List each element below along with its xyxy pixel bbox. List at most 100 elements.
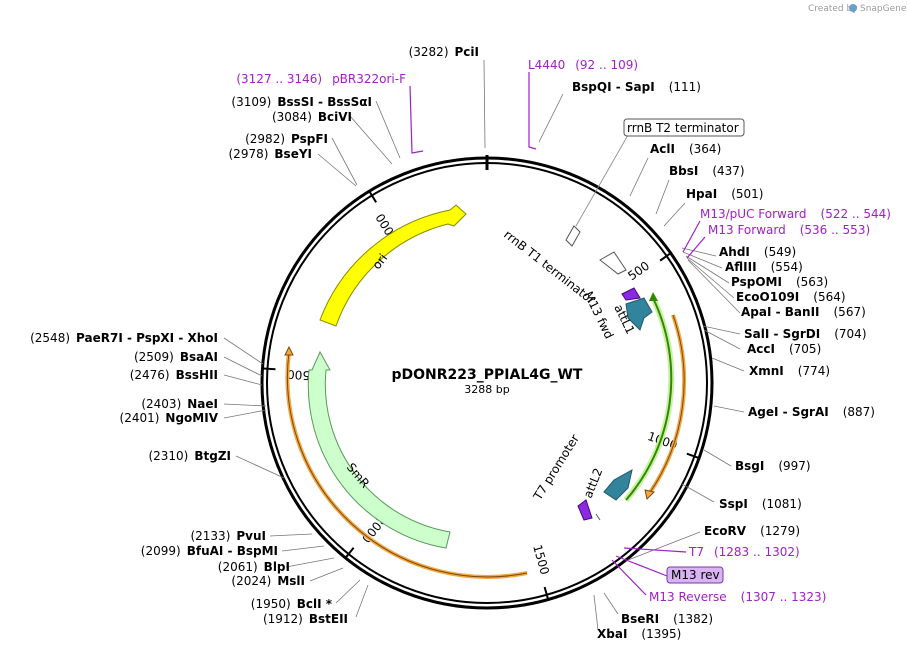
- primer-l4440-mark: [528, 72, 537, 150]
- site-acli: AclI(364): [650, 142, 721, 156]
- site-blpi: (2061)BlpI: [218, 560, 290, 574]
- primer-t7-name: T7: [688, 545, 704, 559]
- leader-sali: [702, 325, 741, 335]
- leader-apai: [687, 259, 741, 314]
- primer-labels: L4440(92 .. 109) (3127 .. 3146)pBR322ori…: [236, 58, 891, 604]
- leader-naei: [223, 403, 267, 407]
- leader-pspomi: [685, 255, 730, 284]
- site-bsaai-name: BsaAI: [180, 350, 218, 364]
- leader-pspfi: [331, 137, 358, 186]
- site-pspfi-pos: (2982): [245, 132, 285, 146]
- site-bsshii-name: BssHII: [176, 368, 218, 382]
- site-bsssi: (3109)BssSI - BssSαI: [231, 95, 372, 109]
- site-pcii-pos: (3282): [409, 45, 449, 59]
- rrnb-t1-feature: [599, 251, 627, 275]
- site-ngomiv-pos: (2401): [120, 411, 160, 425]
- m13-fwd-label: M13 fwd: [581, 289, 616, 341]
- site-bsgi-pos: (997): [778, 459, 810, 473]
- tick-mark-1000: [686, 452, 701, 460]
- attl1-feature: [625, 297, 653, 331]
- tick-mark-2500: [261, 367, 276, 371]
- orf-arc-left-core: [286, 351, 528, 578]
- credit-prefix: Created by: [808, 4, 858, 14]
- leader-ecoo109i: [686, 257, 735, 299]
- site-afliii-name: AflIII: [725, 260, 757, 274]
- leader-ecorv: [627, 531, 701, 561]
- site-bsgi: BsgI(997): [735, 459, 811, 473]
- site-acli-name: AclI: [650, 142, 675, 156]
- site-ecorv: EcoRV(1279): [704, 524, 800, 538]
- primer-m13reverse-mark: [611, 559, 647, 596]
- site-sali: SalI - SgrDI(704): [744, 327, 867, 341]
- site-bcivi-name: BciVI: [318, 110, 352, 124]
- site-naei-name: NaeI: [187, 397, 218, 411]
- tick-mark-500: [659, 251, 673, 262]
- site-bseri: BseRI (1382): [621, 612, 713, 626]
- site-bseri-name: BseRI: [621, 612, 659, 626]
- tick-1500: 1500: [530, 543, 552, 601]
- leader-btgzi: [235, 455, 285, 479]
- site-xbai: XbaI(1395): [597, 627, 681, 641]
- leader-ngomiv: [223, 409, 267, 419]
- tick-mark-2000: [344, 547, 355, 560]
- site-bsssi-name: BssSI - BssSαI: [277, 95, 372, 109]
- site-pcii: (3282)PciI: [409, 45, 479, 59]
- site-naei: (2403) NaeI: [141, 397, 218, 411]
- site-ahdi: AhdI(549): [719, 245, 796, 259]
- site-blpi-pos: (2061): [218, 560, 258, 574]
- site-apai: ApaI - BanII (567): [741, 305, 866, 319]
- site-bsteii-name: BstEII: [309, 612, 348, 626]
- site-naei-pos: (2403): [141, 397, 181, 411]
- site-bspqi-name: BspQI - SapI: [572, 80, 655, 94]
- green-arc: [625, 297, 673, 501]
- site-sali-pos: (704): [834, 327, 866, 341]
- leader-bcli: [335, 579, 361, 604]
- site-leaders: [223, 59, 745, 631]
- site-xhoi: (2548)PaeR7I - PspXI - XhoI: [30, 331, 218, 345]
- primer-t7-mark: [623, 547, 687, 553]
- site-hpai: HpaI(501): [686, 187, 763, 201]
- site-sspi-name: SspI: [719, 497, 748, 511]
- leader-bsteii: [355, 584, 369, 618]
- site-bseri-pos: (1382): [673, 612, 713, 626]
- leader-bcivi: [349, 115, 393, 165]
- site-apai-name: ApaI - BanII: [741, 305, 820, 319]
- site-btgzi: (2310)BtgZI: [148, 449, 231, 463]
- site-msli: (2024)MslI: [231, 574, 305, 588]
- site-afliii: AflIII (554): [725, 260, 803, 274]
- site-pspfi: (2982)PspFI: [245, 132, 328, 146]
- attl2-feature: [603, 469, 633, 501]
- site-acci: AccI (705): [747, 342, 821, 356]
- site-afliii-pos: (554): [771, 260, 803, 274]
- site-ecoo109i-name: EcoO109I: [736, 290, 799, 304]
- rrnb-t2-feature: [565, 225, 581, 247]
- leader-xmni: [711, 357, 745, 372]
- site-bcli-name: BclI *: [297, 597, 333, 611]
- site-hpai-pos: (501): [731, 187, 763, 201]
- site-pspomi-pos: (563): [796, 275, 828, 289]
- primer-marks: [409, 72, 706, 596]
- site-bcivi: (3084)BciVI: [272, 110, 352, 124]
- site-bfuai-name: BfuAI - BspMI: [187, 544, 278, 558]
- tick-label-500: 500: [625, 259, 652, 284]
- site-btgzi-pos: (2310): [148, 449, 188, 463]
- t7-promoter-label: T7 promoter: [530, 432, 582, 503]
- site-agei: AgeI - SgrAI(887): [748, 405, 875, 419]
- tick-mark-3000: [367, 189, 377, 203]
- site-xmni-pos: (774): [798, 364, 830, 378]
- orf-arc-right-core: [648, 314, 685, 495]
- leader-acci: [703, 329, 741, 350]
- snapgene-credit: Created by SnapGene: [808, 4, 907, 14]
- site-xmni: XmnI(774): [749, 364, 830, 378]
- leader-blpi: [285, 557, 335, 568]
- site-apai-pos: (567): [834, 305, 866, 319]
- site-acci-name: AccI: [747, 342, 775, 356]
- t7-terminator-mark: [595, 513, 601, 521]
- ori-feature: [319, 204, 467, 327]
- tick-label-1500: 1500: [530, 543, 552, 576]
- site-acci-pos: (705): [789, 342, 821, 356]
- site-bbsi-pos: (437): [712, 164, 744, 178]
- leader-bspqi: [538, 93, 564, 143]
- primer-l4440-range: (92 .. 109): [575, 58, 638, 72]
